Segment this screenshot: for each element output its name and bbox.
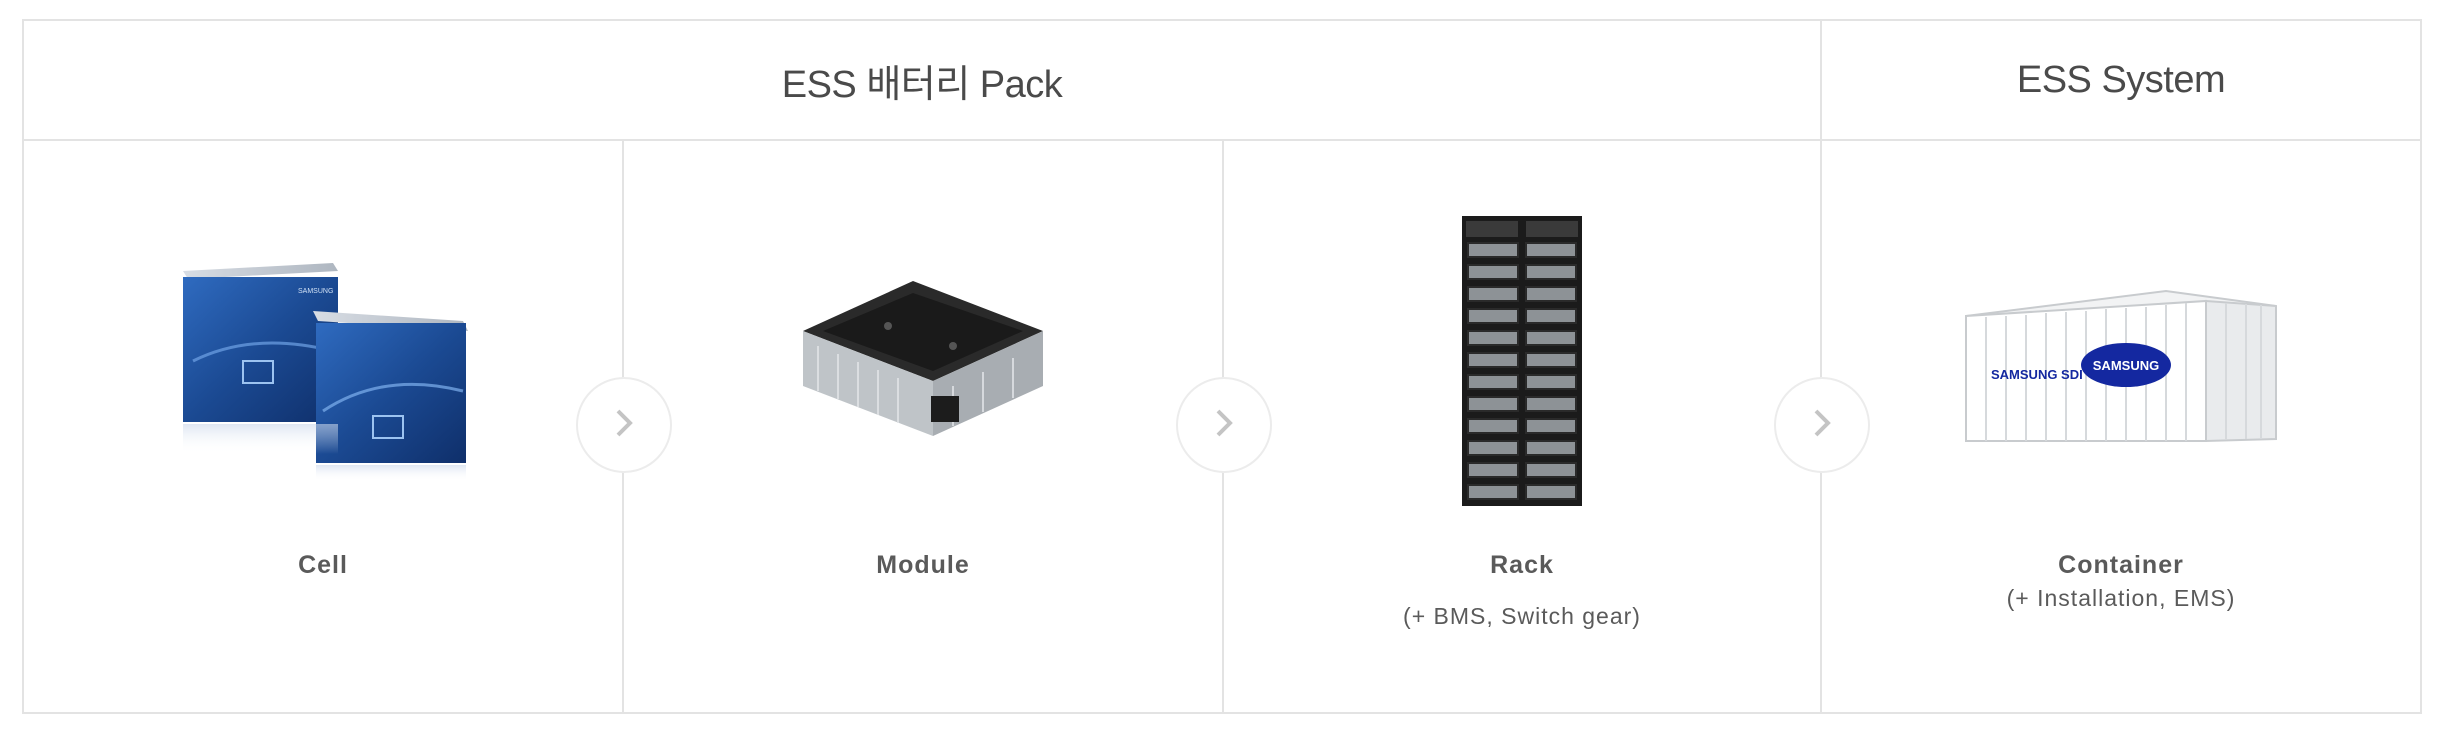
step-arrow-2 [1176, 377, 1272, 473]
container-column: SAMSUNG SDI SAMSUNG Container (+ Install… [1822, 141, 2420, 712]
chevron-right-icon [1807, 403, 1837, 448]
container-brand-left: SAMSUNG SDI [1991, 367, 2083, 382]
pack-title: ESS 배터리 Pack [781, 63, 1063, 106]
cell-label: Cell [298, 551, 348, 579]
ess-lineup-table: ESS 배터리 Pack ESS System [22, 19, 2422, 714]
chevron-right-icon [1209, 403, 1239, 448]
module-label: Module [876, 551, 970, 579]
step-arrow-1 [576, 377, 672, 473]
chevron-right-icon [609, 403, 639, 448]
battery-cells-image: SAMSUNG [24, 211, 622, 511]
rack-sub-label: (+ BMS, Switch gear) [1403, 603, 1641, 629]
container-sub-label: (+ Installation, EMS) [2006, 585, 2236, 611]
cell-logo: SAMSUNG [298, 288, 333, 295]
step-arrow-3 [1774, 377, 1870, 473]
cell-column: SAMSUNG Cell [24, 141, 624, 712]
pack-header: ESS 배터리 Pack [24, 21, 1822, 141]
system-header: ESS System [1822, 21, 2420, 141]
battery-module-image [624, 211, 1222, 511]
module-column: Module [624, 141, 1224, 712]
battery-rack-image [1224, 201, 1820, 521]
system-title: ESS System [2016, 58, 2226, 101]
rack-column: Rack (+ BMS, Switch gear) [1224, 141, 1822, 712]
container-image: SAMSUNG SDI SAMSUNG [1822, 211, 2420, 511]
rack-label: Rack [1490, 551, 1554, 579]
container-brand-logo: SAMSUNG [2093, 358, 2159, 373]
container-label: Container [2058, 551, 2184, 579]
